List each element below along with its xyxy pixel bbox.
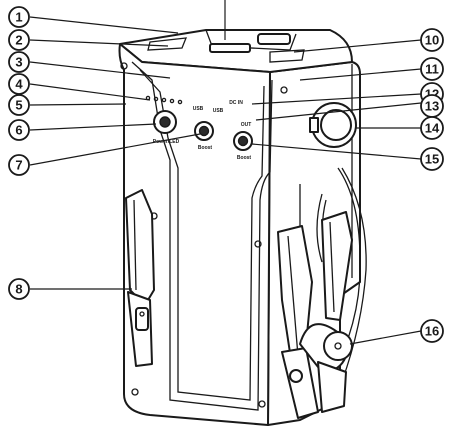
callout-4: 4 <box>8 73 30 95</box>
left-clamp <box>125 189 155 367</box>
leader-lines <box>29 0 422 345</box>
callout-10: 10 <box>420 28 444 52</box>
clamp-socket[interactable] <box>309 102 357 148</box>
out-label: OUT <box>241 122 252 128</box>
output-left-label: USB <box>193 106 204 112</box>
svg-text:4: 4 <box>15 77 23 92</box>
callout-7: 7 <box>8 154 30 176</box>
boost-button-label: Boost <box>237 155 252 161</box>
svg-text:16: 16 <box>425 324 439 339</box>
power-button-label: Power/LED <box>153 139 180 145</box>
svg-text:5: 5 <box>15 98 22 113</box>
callout-2: 2 <box>8 29 30 51</box>
svg-text:11: 11 <box>425 62 439 77</box>
right-clamps <box>277 167 367 419</box>
svg-text:6: 6 <box>15 123 22 138</box>
svg-text:3: 3 <box>15 55 22 70</box>
usb-port[interactable] <box>194 121 214 141</box>
boost-button[interactable] <box>233 131 253 151</box>
callout-5: 5 <box>8 94 30 116</box>
callout-6: 6 <box>8 119 30 141</box>
dc-in-label: DC IN <box>229 100 243 106</box>
svg-text:1: 1 <box>15 10 22 25</box>
callout-14: 14 <box>420 116 444 140</box>
svg-text:14: 14 <box>425 121 440 136</box>
callout-15: 15 <box>420 147 444 171</box>
svg-text:7: 7 <box>15 158 22 173</box>
callout-13-badge: 13 <box>420 94 444 118</box>
svg-text:8: 8 <box>15 282 22 297</box>
callout-11: 11 <box>420 57 444 81</box>
callout-1: 1 <box>8 6 30 28</box>
usb-port-label: Boost <box>198 145 213 151</box>
callout-16: 16 <box>420 319 444 343</box>
output-right-label: USB <box>213 108 224 114</box>
svg-text:13: 13 <box>425 99 439 114</box>
callout-8: 8 <box>8 278 30 300</box>
svg-text:10: 10 <box>425 33 439 48</box>
svg-text:2: 2 <box>15 33 22 48</box>
svg-text:15: 15 <box>425 152 439 167</box>
callout-3: 3 <box>8 51 30 73</box>
power-button[interactable] <box>153 110 177 134</box>
